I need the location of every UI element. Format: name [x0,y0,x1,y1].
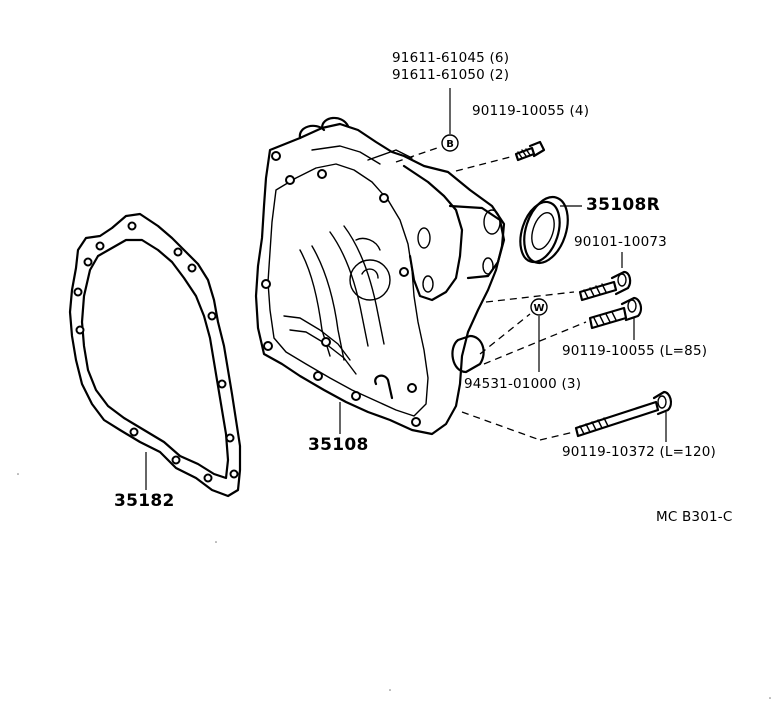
badge-b-letter: B [446,139,454,150]
label-bolt-small: 90119-10055 (4) [472,103,590,119]
label-bolt-l85: 90119-10055 (L=85) [562,343,708,359]
bolt-90101-10073 [578,252,632,302]
gasket-hole [73,287,83,297]
diagram-code: MC B301-C [656,509,733,525]
gasket-hole [187,263,197,273]
bolt-90119-10055-l85 [588,296,643,340]
housing-hole [263,341,273,351]
housing-bore [349,259,391,301]
housing-hole [285,175,295,185]
gasket-hole [173,247,183,257]
housing-hole [399,267,409,277]
label-housing: 35108 [308,435,369,455]
label-oil-seal: 35108R [586,195,661,215]
gasket-hole [203,473,213,483]
housing-hole [317,169,327,179]
gasket-hole [217,379,227,389]
gasket-hole [75,325,85,335]
housing-boss-hole [482,257,494,275]
housing-hole [321,337,331,347]
badge-w-letter: W [533,303,544,314]
oil-seal-35108R [519,195,582,265]
assembly-dash-lines [395,146,587,441]
bolt-90119-10055-small [514,140,546,162]
housing-hole [313,371,323,381]
label-bolt-90101: 90101-10073 [574,234,667,250]
gasket-hole [207,311,217,321]
housing-boss-hole [422,275,434,293]
housing-hole [379,193,389,203]
housing-hole [261,279,271,289]
gasket-hole [127,221,137,231]
gasket-hole [95,241,105,251]
gasket-hole [171,455,181,465]
gasket-35182 [68,212,242,498]
gasket-hole [129,427,139,437]
label-gasket: 35182 [114,491,175,511]
housing-hole [411,417,421,427]
label-bolt-l120: 90119-10372 (L=120) [562,444,716,460]
bolt-90119-10372-l120 [574,390,673,442]
housing-boss-hole [483,209,501,235]
housing-hole [351,391,361,401]
housing-hole [407,383,417,393]
label-washer: 94531-01000 (3) [464,376,582,392]
badge-w: W [530,298,548,372]
housing-35108 [254,116,506,436]
housing-hole [271,151,281,161]
badge-b: B [441,88,459,152]
gasket-hole [229,469,239,479]
gasket-hole [83,257,93,267]
label-plug-b: 91611-61050 (2) [392,67,510,83]
gasket-hole [225,433,235,443]
label-plug-a: 91611-61045 (6) [392,50,510,66]
housing-boss-hole [417,227,431,249]
